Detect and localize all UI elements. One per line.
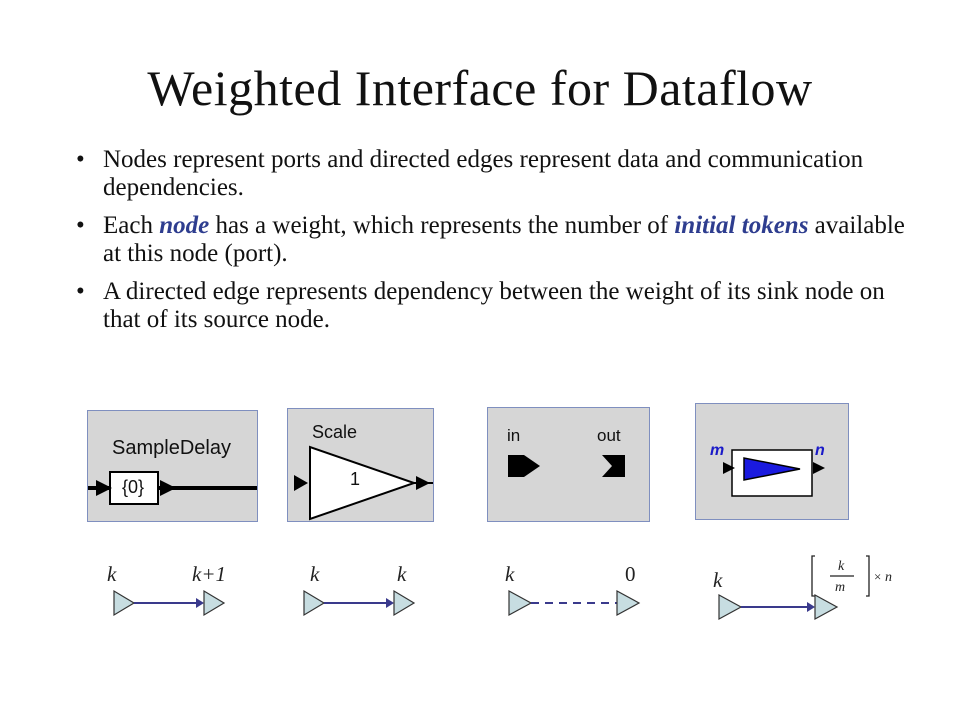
edge3-graph [508,589,641,617]
in-port-label: in [507,426,521,445]
formula-factor: n [885,570,892,585]
bullet-dot: • [76,212,85,239]
bullet-list: • Nodes represent ports and directed edg… [76,146,916,344]
sample-delay-actor: SampleDelay {0} [87,410,258,522]
edge4-source-weight: k [713,568,723,592]
formula-numerator: k [838,559,845,574]
composite-actor: m n [695,403,849,520]
edge2-source-weight: k [310,562,320,586]
bullet-dot: • [76,278,85,305]
formula-denominator: m [835,580,845,595]
scale-label: Scale [312,422,358,442]
bullet-dot: • [76,146,85,173]
edge4-graph [718,593,839,621]
bullet-text-mid: has a weight, which represents the numbe… [209,212,675,239]
bullet-text: A directed edge represents dependency be… [103,278,885,333]
edge2-graph [303,589,416,617]
out-port-label: out [597,426,621,445]
bullet-text: Nodes represent ports and directed edges… [103,146,864,201]
bullet-text-pre: Each [103,212,160,239]
formula-times: × [874,569,881,584]
edge1-source-weight: k [107,562,117,586]
bullet-item: • Each node has a weight, which represen… [76,212,916,268]
slide-title: Weighted Interface for Dataflow [147,60,813,116]
edge3-sink-weight: 0 [625,562,636,586]
highlight-initial-tokens: initial tokens [674,212,809,239]
sample-delay-label: SampleDelay [112,437,231,459]
output-port-n-label: n [815,442,825,459]
bullet-item: • Nodes represent ports and directed edg… [76,146,916,202]
edge3-source-weight: k [505,562,515,586]
io-ports-actor: in out [487,407,650,522]
sample-delay-graphic [88,471,257,505]
input-port-m-label: m [710,442,725,459]
highlight-node: node [159,212,210,239]
io-ports-graphic [508,455,625,477]
edge4-sink-formula: k m × n [811,555,892,597]
edge1-graph [113,589,226,617]
edge2-sink-weight: k [397,562,407,586]
scale-factor: 1 [350,469,361,489]
composite-graphic [723,449,825,497]
bullet-text-post: available at this node (port). [103,212,905,267]
scale-actor: Scale 1 [287,408,434,522]
scale-graphic [294,445,433,521]
edge1-sink-weight: k+1 [192,562,226,586]
sample-delay-value: {0} [122,477,145,497]
bullet-item: • A directed edge represents dependency … [76,278,916,334]
